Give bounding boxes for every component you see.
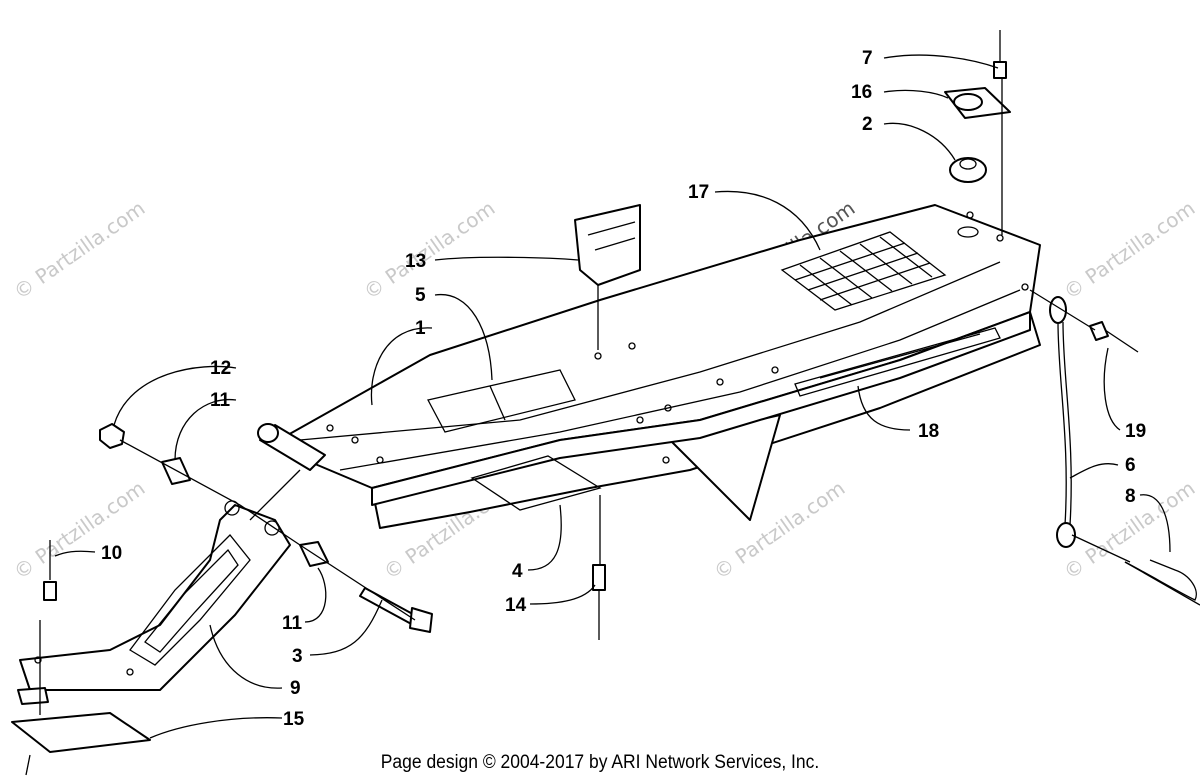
copyright-footer: Page design © 2004-2017 by ARI Network S… xyxy=(380,752,820,773)
callout-13: 13 xyxy=(405,251,426,272)
callout-5: 5 xyxy=(415,285,426,306)
callout-12: 12 xyxy=(210,358,231,379)
bolt-part-3 xyxy=(359,587,433,633)
tray-holes xyxy=(326,211,1029,464)
plate-part-15 xyxy=(11,712,151,753)
callout-7: 7 xyxy=(862,48,873,69)
callout-labels: 7 16 2 17 13 5 1 12 11 18 19 6 8 10 11 3… xyxy=(101,48,1146,730)
callout-11: 11 xyxy=(210,390,231,411)
callout-3: 3 xyxy=(292,646,303,667)
decal-5 xyxy=(427,369,576,433)
clip-part-13 xyxy=(574,204,641,286)
callout-4: 4 xyxy=(512,561,523,582)
cable-part-6 xyxy=(1049,296,1076,548)
watermark: © Partzilla.com xyxy=(9,196,149,304)
callout-9: 9 xyxy=(290,678,301,699)
grommet-part-2 xyxy=(949,157,987,183)
rivet-part-7 xyxy=(993,30,1007,79)
hitch-bracket-part-9 xyxy=(19,500,291,691)
watermark: © Partzilla.com xyxy=(359,196,499,304)
tray-part-1 xyxy=(269,204,1041,529)
callout-19: 19 xyxy=(1125,421,1146,442)
tray-roller xyxy=(257,423,326,471)
watermark: © Partzilla.com xyxy=(1059,196,1199,304)
callout-16: 16 xyxy=(851,82,872,103)
watermark: © Partzilla.com xyxy=(9,476,149,584)
decal-4 xyxy=(470,455,602,511)
retainer-part-16 xyxy=(944,87,1011,119)
callout-11: 11 xyxy=(282,613,303,634)
decal-18 xyxy=(794,327,1001,397)
callout-14: 14 xyxy=(505,595,527,616)
rivet-part-14 xyxy=(592,564,606,640)
clip-part-8 xyxy=(1124,559,1200,606)
callout-17: 17 xyxy=(688,182,709,203)
callout-10: 10 xyxy=(101,543,122,564)
nut-part-12 xyxy=(99,423,125,449)
callout-8: 8 xyxy=(1125,486,1136,507)
callout-6: 6 xyxy=(1125,455,1136,476)
callout-18: 18 xyxy=(918,421,939,442)
callout-2: 2 xyxy=(862,114,873,135)
pin-part-19 xyxy=(1089,321,1139,353)
spacer xyxy=(17,687,49,705)
callout-15: 15 xyxy=(283,709,305,730)
decal-17 xyxy=(780,231,947,311)
rivet-part-10 xyxy=(43,540,57,601)
callout-1: 1 xyxy=(415,318,426,339)
leader-lines xyxy=(25,54,1171,776)
